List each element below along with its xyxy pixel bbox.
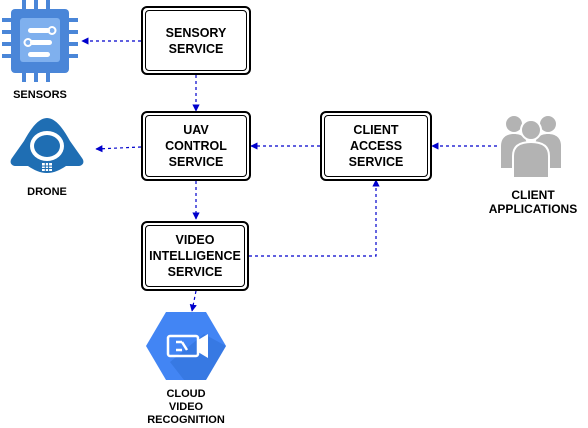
cloud-video-recognition-line-1: CLOUD xyxy=(166,388,206,400)
drone-label-text: DRONE xyxy=(27,186,67,198)
video-recognition-icon xyxy=(146,312,226,380)
sensors-label-text: SENSORS xyxy=(13,89,67,101)
sensory-service-line-1: SENSORY xyxy=(165,25,227,40)
arrow-video-to-client-access xyxy=(249,179,380,257)
users-group-icon xyxy=(501,116,561,179)
client-access-service-box[interactable]: CLIENT ACCESS SERVICE xyxy=(320,111,432,181)
video-intelligence-service-box[interactable]: VIDEO INTELLIGENCE SERVICE xyxy=(141,221,249,291)
arrow-video-to-cloud xyxy=(189,290,197,312)
video-intelligence-service-label: VIDEO INTELLIGENCE SERVICE xyxy=(145,225,245,287)
video-intelligence-service-line-1: VIDEO xyxy=(175,233,215,247)
cloud-video-recognition-label: CLOUD VIDEO RECOGNITION xyxy=(136,388,236,427)
uav-control-service-line-2: CONTROL xyxy=(165,139,227,153)
client-applications-line-1: CLIENT xyxy=(511,188,555,202)
cloud-video-recognition-line-2: VIDEO xyxy=(168,401,204,413)
client-applications-label: CLIENT APPLICATIONS xyxy=(478,188,588,216)
uav-control-service-line-3: SERVICE xyxy=(168,155,224,169)
client-access-service-line-2: ACCESS xyxy=(349,139,403,153)
drone-icon xyxy=(10,118,84,173)
uav-control-service-box[interactable]: UAV CONTROL SERVICE xyxy=(141,111,251,181)
client-applications-line-2: APPLICATIONS xyxy=(488,202,578,216)
video-intelligence-service-line-2: INTELLIGENCE xyxy=(149,249,241,263)
drone-label: DRONE xyxy=(7,186,87,199)
connectors xyxy=(81,37,497,312)
sensory-service-label: SENSORY SERVICE xyxy=(145,10,247,71)
sensors-label: SENSORS xyxy=(0,89,80,102)
uav-control-service-label: UAV CONTROL SERVICE xyxy=(145,115,247,177)
sensory-service-line-2: SERVICE xyxy=(168,41,224,56)
sensory-service-box[interactable]: SENSORY SERVICE xyxy=(141,6,251,75)
uav-control-service-line-1: UAV xyxy=(183,123,209,137)
chip-icon xyxy=(2,0,78,82)
video-intelligence-service-line-3: SERVICE xyxy=(167,265,223,279)
client-access-service-line-1: CLIENT xyxy=(353,123,399,137)
client-access-service-line-3: SERVICE xyxy=(348,155,404,169)
arrow-uav-to-drone xyxy=(95,145,142,153)
client-access-service-label: CLIENT ACCESS SERVICE xyxy=(324,115,428,177)
cloud-video-recognition-line-3: RECOGNITION xyxy=(147,414,225,426)
